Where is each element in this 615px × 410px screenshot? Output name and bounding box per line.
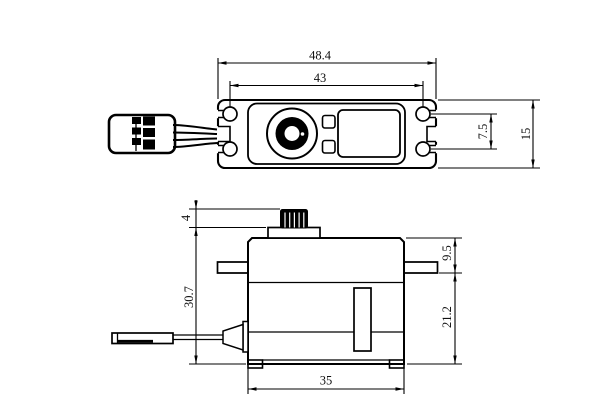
dim-hole-pitch: 7.5 — [476, 124, 490, 140]
shaft-boss — [267, 226, 321, 239]
strain-relief-cone — [222, 323, 244, 352]
dim-overall-width: 48.4 — [309, 49, 332, 63]
vent-square — [321, 114, 336, 129]
dim-body-height: 30.7 — [182, 286, 196, 308]
dimension-arrows — [218, 61, 535, 168]
dim-lower-section: 21.2 — [440, 306, 454, 328]
mounting-hole — [415, 141, 431, 157]
case-seams — [249, 281, 403, 361]
bottom-foot — [247, 359, 264, 369]
bottom-foot — [388, 359, 405, 369]
connector-pins — [132, 116, 155, 150]
servo-body-side — [247, 237, 405, 365]
spline-gear — [280, 209, 308, 229]
connector-side — [111, 332, 174, 345]
dim-flange-width: 15 — [519, 128, 533, 141]
shaft-screw-dot — [299, 131, 306, 138]
connector-plug — [107, 113, 177, 155]
dim-body-length: 35 — [320, 374, 333, 388]
vent-square — [321, 139, 336, 154]
cable-wires-side — [173, 334, 223, 341]
label-plate — [337, 109, 401, 158]
dim-upper-section: 9.5 — [440, 245, 454, 261]
top-view-dimensions: 48.4 43 7.5 15 — [217, 49, 540, 169]
output-shaft — [266, 107, 318, 160]
dimension-arrows — [194, 200, 457, 391]
right-mounting-tab — [404, 261, 439, 274]
mounting-hole — [222, 141, 238, 157]
side-view-dimensions: 4 30.7 9.5 21.2 35 — [179, 200, 462, 394]
left-mounting-tab — [216, 261, 248, 274]
servo-wires — [172, 124, 218, 148]
dim-spline-height: 4 — [179, 214, 193, 221]
left-wire-notch — [218, 125, 231, 143]
label-strip — [353, 287, 372, 352]
mounting-hole — [415, 106, 431, 122]
dim-hole-span: 43 — [314, 71, 327, 85]
side-view: 4 30.7 9.5 21.2 35 — [111, 200, 462, 394]
mounting-hole — [222, 106, 238, 122]
right-notch — [426, 125, 436, 143]
top-view: 48.4 43 7.5 15 — [107, 49, 540, 170]
